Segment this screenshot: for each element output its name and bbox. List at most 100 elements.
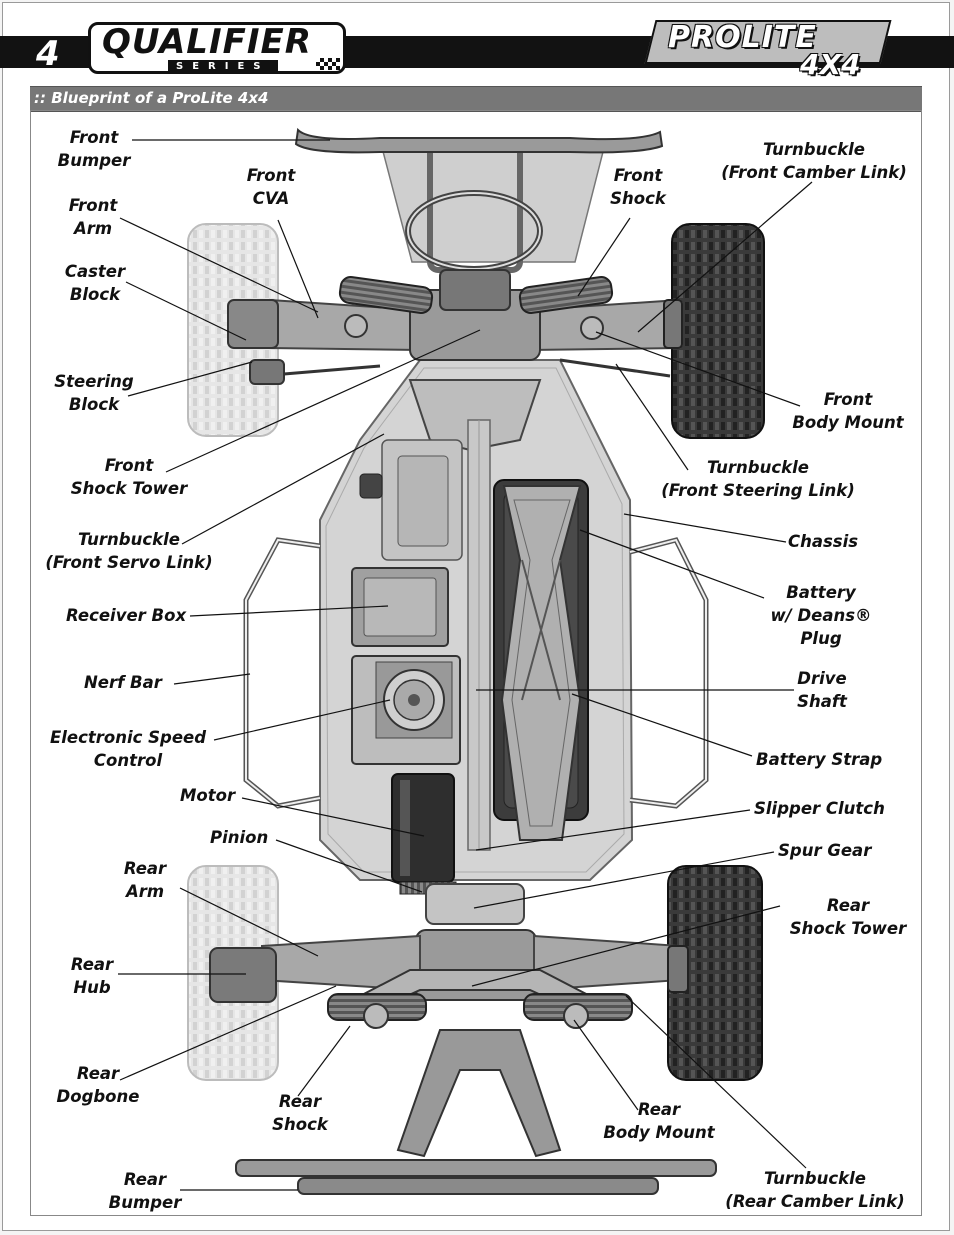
label-front-body-mount-line1: Front [823,390,873,409]
front-right-tire [671,223,765,439]
label-rear-bumper-line2: Bumper [108,1193,182,1212]
label-front-cva-line2: CVA [252,189,290,208]
label-front-shock-line2: Shock [610,189,666,208]
label-front-shock-tower-line2: Shock Tower [70,479,188,498]
rear-shocks-part [327,993,633,1029]
page-number: 4 [36,34,61,74]
label-rear-dogbone-line1: Rear [76,1064,120,1083]
front-shocks-part [338,276,614,340]
label-rear-hub: Rear Hub [58,953,126,999]
motor-part [391,773,457,895]
label-rear-body-mount-line1: Rear [637,1100,681,1119]
label-front-arm: Front Arm [50,194,136,240]
label-front-shock-tower: Front Shock Tower [60,454,198,500]
label-esc-line1: Electronic Speed [49,728,207,747]
label-battery: Battery w/ Deans® Plug [760,581,882,650]
label-rear-dogbone-line2: Dogbone [56,1087,140,1106]
label-chassis: Chassis [788,530,858,553]
label-steering-block-line1: Steering [54,372,134,391]
label-motor: Motor [180,784,235,807]
rear-hubs-part [209,945,689,1003]
label-rear-shock-line1: Rear [278,1092,322,1111]
label-rear-shock: Rear Shock [262,1090,338,1136]
label-front-body-mount-line2: Body Mount [792,413,904,432]
label-front-bumper-line2: Bumper [57,151,131,170]
label-front-shock-line1: Front [613,166,663,185]
content-frame [30,110,922,1216]
label-rear-shock-tower-line1: Rear [826,896,870,915]
label-motor-line1: Motor [180,786,236,805]
label-rear-body-mount: Rear Body Mount [594,1098,724,1144]
label-battery-line3: Plug [800,629,842,648]
label-turnbuckle-rear-camber-line1: Turnbuckle [764,1169,866,1188]
label-front-bumper: Front Bumper [44,126,144,172]
label-front-cva-line1: Front [246,166,296,185]
series-logo-text: QUALIFIER [102,22,312,62]
label-turnbuckle-rear-camber: Turnbuckle (Rear Camber Link) [712,1167,918,1213]
label-rear-shock-line2: Shock [272,1115,328,1134]
label-spur-gear-line1: Spur Gear [778,841,872,860]
label-front-body-mount: Front Body Mount [782,388,914,434]
label-pinion-line1: Pinion [210,828,269,847]
front-bumper-part [294,127,664,154]
front-arms-part [269,269,681,361]
label-esc-line2: Control [93,751,163,770]
label-rear-bumper-line1: Rear [123,1170,167,1189]
section-title: :: Blueprint of a ProLite 4x4 [34,89,269,107]
drive-shaft-part [467,419,491,851]
label-steering-block: Steering Block [40,370,148,416]
label-rear-body-mount-line2: Body Mount [603,1123,715,1142]
label-caster-block: Caster Block [50,260,140,306]
label-pinion: Pinion [210,826,268,849]
label-rear-bumper: Rear Bumper [100,1168,190,1214]
product-logo-subtext: 4X4 [800,48,861,81]
label-battery-strap: Battery Strap [756,748,882,771]
label-steering-block-line2: Block [68,395,120,414]
label-battery-line1: Battery [786,583,856,602]
label-front-bumper-line1: Front [69,128,119,147]
label-nerf-bar-line1: Nerf Bar [84,673,162,692]
label-turnbuckle-front-camber-line2: (Front Camber Link) [721,163,907,182]
battery-strap-part [500,485,582,841]
label-drive-shaft-line2: Shaft [797,692,847,711]
label-chassis-line1: Chassis [788,532,859,551]
label-rear-shock-tower: Rear Shock Tower [780,894,916,940]
series-logo-subtext: SERIES [168,60,278,73]
label-rear-shock-tower-line2: Shock Tower [789,919,907,938]
label-caster-block-line1: Caster [64,262,126,281]
label-rear-arm: Rear Arm [110,857,180,903]
label-spur-gear: Spur Gear [778,839,871,862]
right-nerf-bar [629,537,709,809]
label-turnbuckle-rear-camber-line2: (Rear Camber Link) [725,1192,905,1211]
esc-part [351,655,461,765]
receiver-box-part [351,567,449,647]
label-turnbuckle-front-steering-line2: (Front Steering Link) [661,481,855,500]
front-hubs-part [227,299,683,385]
label-front-arm-line1: Front [68,196,118,215]
label-front-shock: Front Shock [596,164,680,210]
label-turnbuckle-front-camber: Turnbuckle (Front Camber Link) [706,138,922,184]
label-turnbuckle-front-servo-line1: Turnbuckle [78,530,180,549]
label-drive-shaft: Drive Shaft [784,667,860,713]
label-turnbuckle-front-servo-line2: (Front Servo Link) [45,553,213,572]
label-turnbuckle-front-servo: Turnbuckle (Front Servo Link) [34,528,224,574]
product-logo-text: PROLITE [668,20,817,55]
label-receiver-box-line1: Receiver Box [66,606,187,625]
rear-arms-part [261,934,681,992]
label-slipper-clutch: Slipper Clutch [754,797,885,820]
checkered-flag-icon [316,58,340,70]
label-receiver-box: Receiver Box [66,604,186,627]
label-rear-arm-line1: Rear [123,859,167,878]
servo-area-part [359,379,542,561]
label-battery-strap-line1: Battery Strap [756,750,883,769]
label-esc: Electronic Speed Control [40,726,216,772]
label-turnbuckle-front-steering: Turnbuckle (Front Steering Link) [650,456,866,502]
label-battery-line2: w/ Deans® [770,606,872,625]
product-logo: PROLITE 4X4 [644,16,900,82]
left-nerf-bar [243,537,321,809]
label-rear-hub-line1: Rear [70,955,114,974]
label-nerf-bar: Nerf Bar [84,671,162,694]
label-turnbuckle-front-steering-line1: Turnbuckle [707,458,809,477]
label-front-shock-tower-line1: Front [104,456,154,475]
label-front-cva: Front CVA [226,164,316,210]
